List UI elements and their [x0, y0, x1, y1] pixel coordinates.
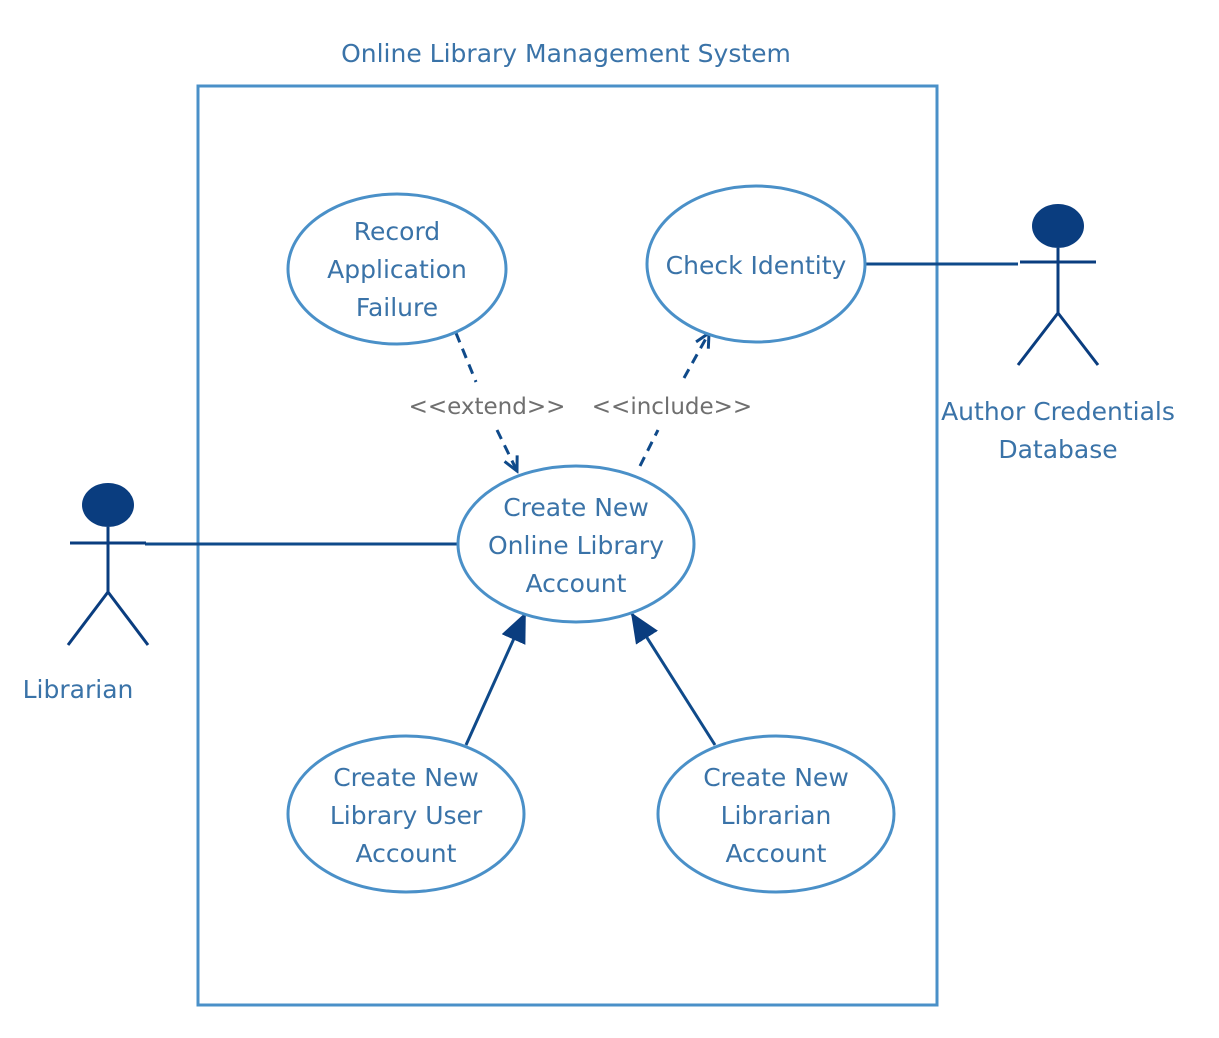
- system-title: Online Library Management System: [341, 39, 791, 68]
- use-case-label-line: Account: [356, 839, 457, 868]
- generalization-librarian-account: [630, 612, 717, 746]
- use-case-record-application-failure[interactable]: Record Application Failure: [286, 192, 508, 346]
- use-case-label-line: Check Identity: [666, 251, 847, 280]
- generalization-user-account: [464, 612, 527, 746]
- use-case-label-line: Online Library: [488, 531, 664, 560]
- use-case-label-line: Library User: [330, 801, 483, 830]
- stick-figure-icon: [1016, 204, 1100, 366]
- actor-label: Author Credentials: [941, 397, 1175, 426]
- use-case-label-line: Account: [726, 839, 827, 868]
- stick-figure-icon: [66, 483, 150, 646]
- use-case-create-librarian-account[interactable]: Create New Librarian Account: [656, 734, 896, 894]
- use-case-create-library-user-account[interactable]: Create New Library User Account: [286, 734, 526, 894]
- include-label: <<include>>: [592, 394, 752, 420]
- actor-label: Librarian: [23, 675, 134, 704]
- actor-label: Database: [998, 435, 1117, 464]
- extend-label: <<extend>>: [409, 394, 566, 420]
- use-case-create-online-library-account[interactable]: Create New Online Library Account: [456, 464, 696, 624]
- use-case-label-line: Record: [354, 217, 440, 246]
- extend-line-upper: [454, 332, 478, 383]
- use-case-label-line: Account: [526, 569, 627, 598]
- include-arrow: [682, 333, 709, 379]
- extend-arrow: [495, 429, 517, 471]
- use-case-label-line: Create New: [703, 763, 849, 792]
- use-case-label-line: Failure: [356, 293, 438, 322]
- include-line-lower: [638, 429, 660, 467]
- use-case-label-line: Create New: [503, 493, 649, 522]
- use-case-label-line: Application: [327, 255, 467, 284]
- use-case-check-identity[interactable]: Check Identity: [645, 184, 867, 344]
- use-case-label-line: Librarian: [721, 801, 832, 830]
- actor-librarian[interactable]: Librarian: [23, 483, 150, 704]
- use-case-label-line: Create New: [333, 763, 479, 792]
- actor-author-credentials-database[interactable]: Author Credentials Database: [941, 204, 1175, 464]
